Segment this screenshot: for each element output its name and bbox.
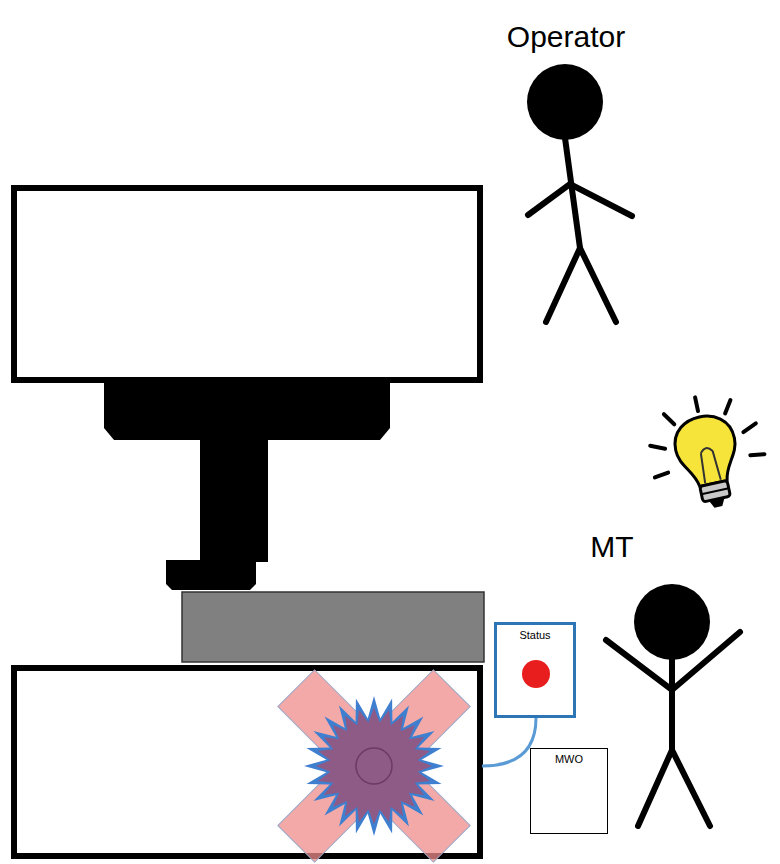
work-order-document: MWO: [530, 748, 608, 834]
operator-figure: [527, 64, 632, 322]
box-label: MWO: [531, 749, 607, 766]
box-label: Status: [497, 625, 573, 642]
failure-symbol: [278, 670, 470, 862]
status-light: [522, 660, 550, 688]
idea-bulb: [633, 379, 780, 538]
status-wire: [482, 718, 536, 766]
operator-name: Operator: [507, 20, 625, 53]
press-head: [104, 382, 390, 440]
press-foot: [166, 560, 256, 590]
press-ram: [200, 438, 268, 562]
work-plate: [182, 592, 484, 662]
technician-figure: [606, 584, 740, 826]
machine-upper-housing: [14, 188, 480, 380]
status-panel: Status: [494, 622, 576, 718]
technician-name: MT: [590, 530, 633, 563]
